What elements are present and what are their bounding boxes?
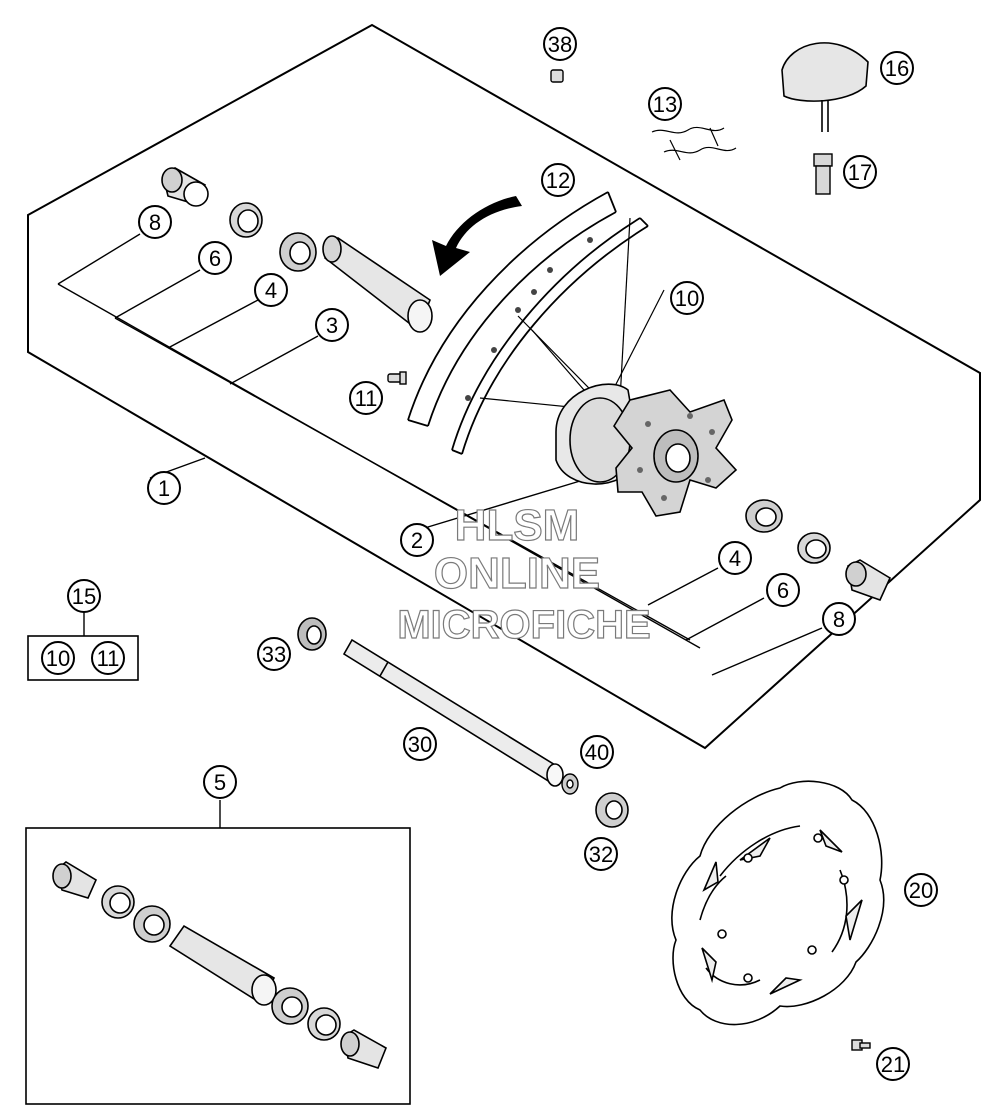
callout-2[interactable]: 2: [400, 523, 434, 557]
svg-text:12: 12: [546, 168, 570, 193]
axle-part-30: [342, 638, 564, 787]
callout-4-top[interactable]: 4: [254, 273, 288, 307]
watermark: HLSM ONLINE MICROFICHE: [397, 500, 652, 647]
svg-text:11: 11: [355, 386, 378, 411]
callout-20[interactable]: 20: [904, 873, 938, 907]
rim-tape-part-13: [651, 126, 737, 161]
callout-10-kit[interactable]: 10: [41, 641, 75, 675]
svg-text:13: 13: [653, 92, 677, 117]
callout-8-right[interactable]: 8: [822, 602, 856, 636]
spacer-part-8-right: [845, 559, 892, 602]
svg-text:33: 33: [262, 642, 286, 667]
bearing-part-4-right: [745, 499, 783, 533]
brake-disc-part-20: [671, 780, 885, 1026]
callout-11-kit[interactable]: 11: [91, 641, 125, 675]
seal-part-6-top: [229, 202, 263, 238]
callout-4-right[interactable]: 4: [718, 541, 752, 575]
spoke-nipple-part-11: [387, 371, 407, 385]
callout-38[interactable]: 38: [543, 27, 577, 61]
svg-text:10: 10: [46, 646, 70, 671]
callout-21[interactable]: 21: [876, 1047, 910, 1081]
wheel-rim-part-12: [407, 191, 649, 455]
svg-text:8: 8: [149, 210, 161, 235]
svg-text:40: 40: [585, 740, 609, 765]
callout-40[interactable]: 40: [580, 735, 614, 769]
watermark-line-2: ONLINE: [434, 549, 600, 598]
axle-nut-part-33: [297, 617, 327, 651]
callout-33[interactable]: 33: [257, 637, 291, 671]
leader-lines: [57, 233, 823, 828]
disc-bolt-part-21: [851, 1039, 871, 1051]
rotation-arrow: [432, 196, 522, 276]
wheel-hub-part-2: [555, 383, 738, 517]
axle-clamp-part-32: [595, 792, 629, 828]
callout-6-right[interactable]: 6: [766, 573, 800, 607]
svg-text:15: 15: [72, 584, 96, 609]
svg-text:30: 30: [408, 732, 432, 757]
spoke-kit-box-15: [27, 635, 139, 681]
inner-tube-part-16: [781, 42, 869, 132]
callout-3[interactable]: 3: [315, 308, 349, 342]
svg-text:17: 17: [848, 160, 872, 185]
svg-text:16: 16: [885, 56, 909, 81]
bearing-part-4-top: [279, 232, 317, 272]
svg-text:38: 38: [548, 32, 572, 57]
washer-part-40: [561, 773, 579, 795]
svg-text:4: 4: [265, 278, 277, 303]
svg-text:6: 6: [777, 578, 789, 603]
svg-text:8: 8: [833, 607, 845, 632]
svg-text:3: 3: [326, 313, 338, 338]
svg-text:5: 5: [214, 770, 226, 795]
svg-text:21: 21: [881, 1052, 905, 1077]
callout-10-top[interactable]: 10: [670, 281, 704, 315]
spacer-tube-part-3: [322, 235, 433, 333]
svg-text:10: 10: [675, 286, 699, 311]
callout-32[interactable]: 32: [584, 837, 618, 871]
callout-17[interactable]: 17: [843, 155, 877, 189]
svg-text:4: 4: [729, 546, 741, 571]
callout-11-top[interactable]: 11: [349, 381, 383, 415]
seal-part-6-right: [797, 532, 831, 564]
callout-30[interactable]: 30: [403, 727, 437, 761]
svg-text:11: 11: [97, 646, 120, 671]
callout-16[interactable]: 16: [880, 51, 914, 85]
callout-6-top[interactable]: 6: [198, 241, 232, 275]
callout-15[interactable]: 15: [67, 579, 101, 613]
watermark-line-3: MICROFICHE: [397, 603, 650, 647]
bearing-kit-parts: [52, 861, 388, 1069]
callout-13[interactable]: 13: [648, 87, 682, 121]
wheel-assembly-frame: [27, 23, 981, 750]
callouts: 38 16 13 17 12 8 6 4 3 10 11 1 2 4 6 8 1…: [41, 27, 938, 1081]
svg-text:6: 6: [209, 246, 221, 271]
bearing-kit-box-5: [25, 827, 411, 1105]
svg-text:32: 32: [589, 842, 613, 867]
spacer-part-8-top: [161, 167, 209, 207]
cap-part-38: [550, 69, 564, 83]
callout-5[interactable]: 5: [203, 765, 237, 799]
svg-text:20: 20: [909, 878, 933, 903]
svg-text:1: 1: [158, 476, 170, 501]
spokes-part-10: [479, 217, 665, 441]
svg-text:2: 2: [411, 528, 423, 553]
callout-8-top[interactable]: 8: [138, 205, 172, 239]
callout-1[interactable]: 1: [147, 471, 181, 505]
watermark-line-1: HLSM: [455, 501, 580, 550]
callout-12[interactable]: 12: [541, 163, 575, 197]
valve-nut-part-17: [813, 153, 833, 195]
